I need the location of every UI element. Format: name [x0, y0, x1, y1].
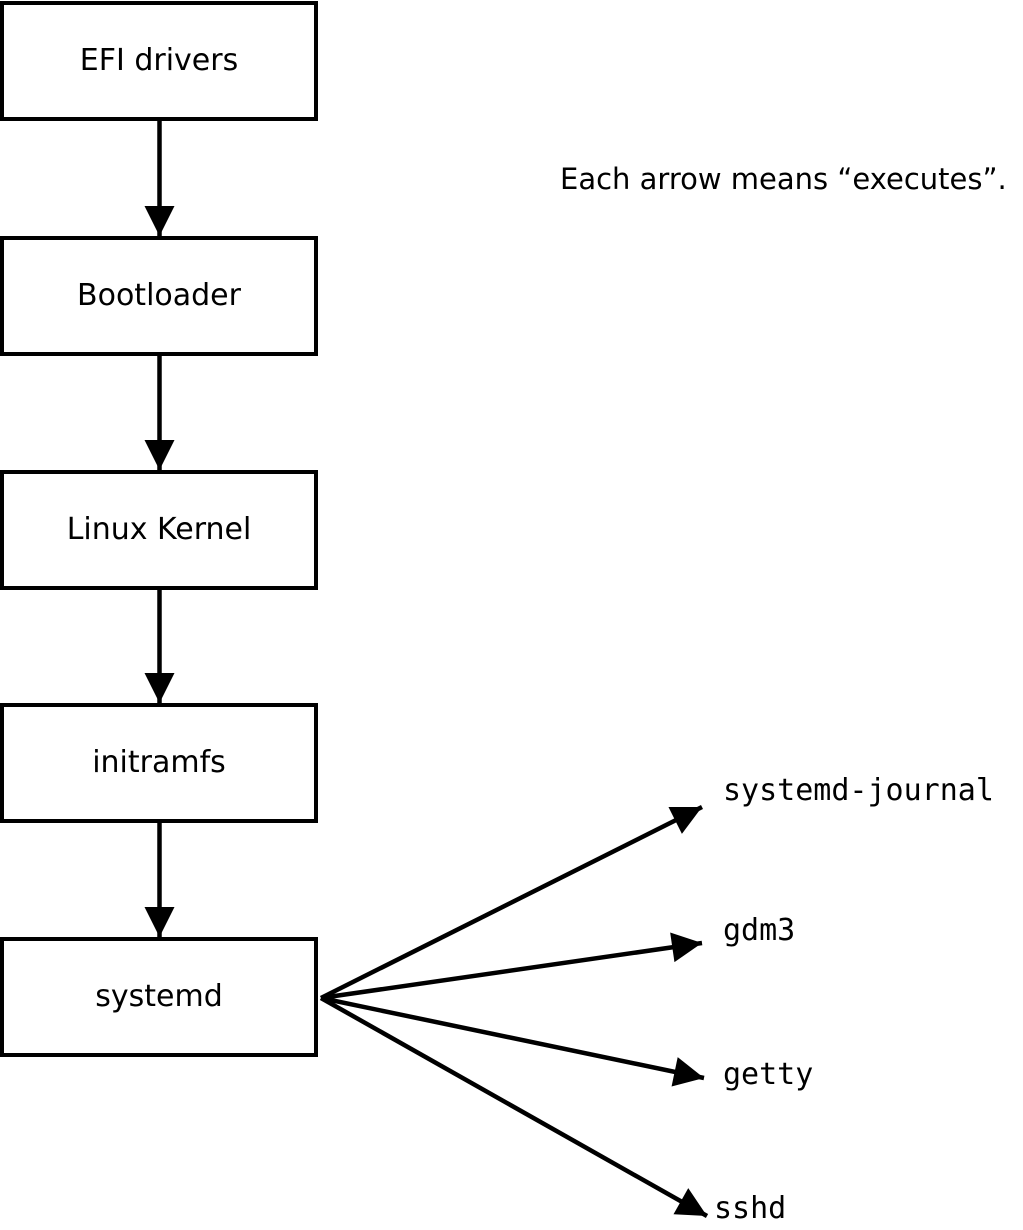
node-label: Linux Kernel [66, 512, 252, 547]
node-label: EFI drivers [79, 43, 239, 78]
node-linux-kernel: Linux Kernel [0, 470, 318, 590]
node-efi-drivers: EFI drivers [0, 1, 318, 121]
process-label-getty: getty [723, 1057, 814, 1092]
process-label-systemd-journal: systemd-journal [723, 773, 994, 808]
node-label: Bootloader [77, 278, 241, 313]
process-label-gdm3: gdm3 [723, 913, 796, 948]
arrow-systemd-to-getty [320, 995, 705, 1087]
node-initramfs: initramfs [0, 703, 318, 823]
process-label-sshd: sshd [714, 1191, 787, 1226]
node-bootloader: Bootloader [0, 236, 318, 356]
node-label: initramfs [92, 745, 226, 780]
arrow-meaning-caption: Each arrow means “executes”. [560, 162, 1007, 196]
node-systemd: systemd [0, 937, 318, 1057]
arrow-systemd-to-sshd [319, 996, 709, 1218]
arrow-systemd-to-gdm3 [320, 932, 703, 1001]
node-label: systemd [95, 979, 223, 1014]
arrow-systemd-to-systemd-journal [319, 804, 704, 1001]
